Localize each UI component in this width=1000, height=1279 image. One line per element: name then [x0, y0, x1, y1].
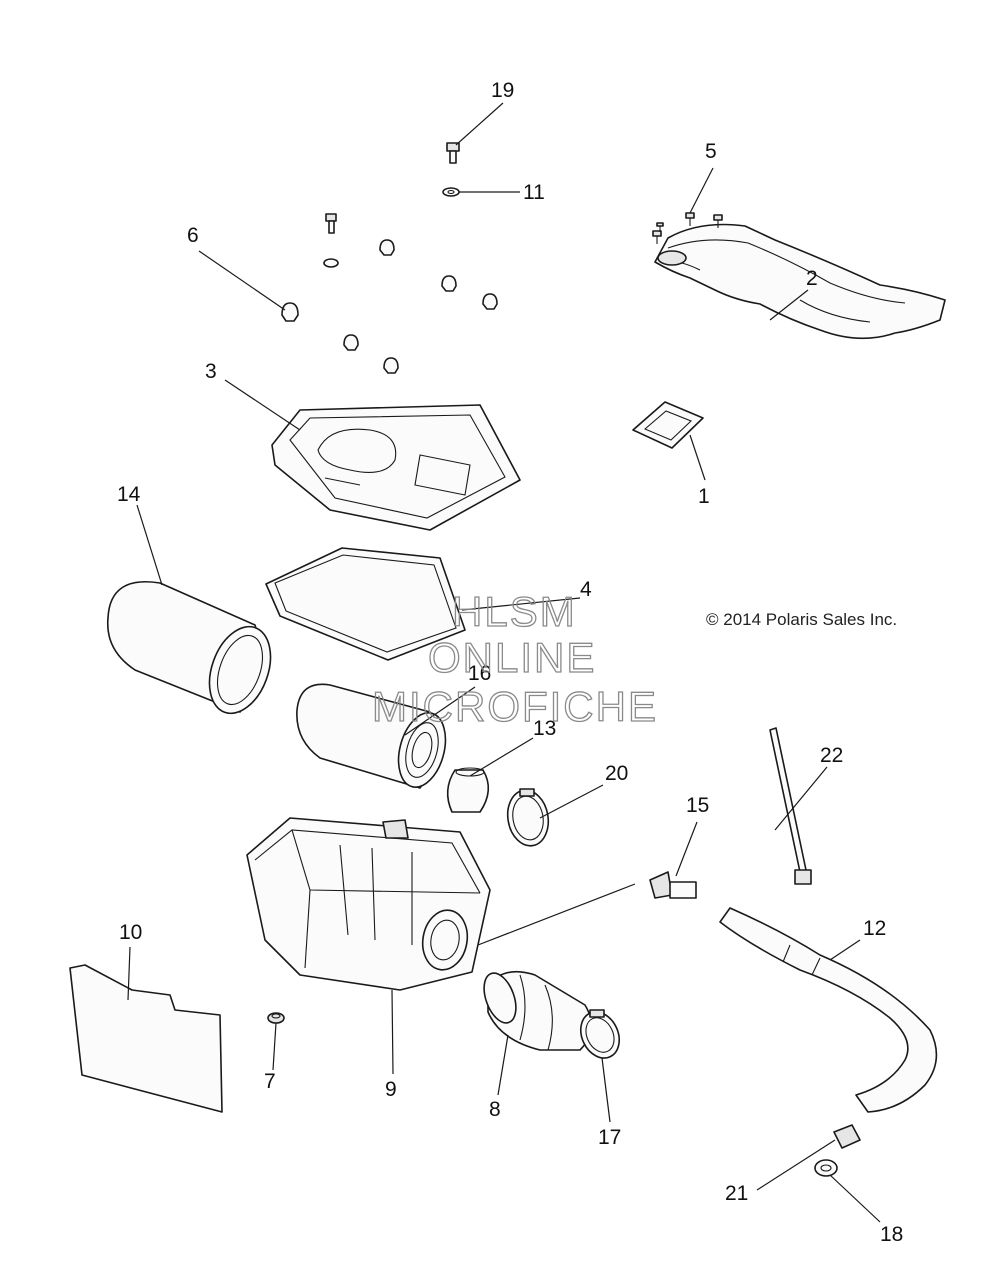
callout-1: 1	[698, 485, 710, 508]
heat-shield-part[interactable]	[69, 964, 223, 1113]
callout-20: 20	[605, 762, 628, 785]
callout-16: 16	[468, 662, 491, 685]
duct-gasket-part[interactable]	[632, 401, 704, 449]
callout-22: 22	[820, 744, 843, 767]
airbox-housing-part[interactable]	[246, 817, 491, 991]
airbox-lid-part[interactable]	[271, 404, 521, 531]
callout-10: 10	[119, 921, 142, 944]
bolt-washer-extra[interactable]	[323, 213, 339, 268]
screws-part-5[interactable]	[652, 212, 723, 244]
coupler-part[interactable]	[446, 767, 490, 813]
callout-18: 18	[880, 1223, 903, 1246]
callout-2: 2	[806, 267, 818, 290]
hose-clamp-part-20[interactable]	[503, 787, 552, 849]
callout-7: 7	[264, 1070, 276, 1093]
callout-9: 9	[385, 1078, 397, 1101]
callout-3: 3	[205, 360, 217, 383]
watermark-line-1: HLSM	[452, 588, 577, 635]
leader-lines	[127, 102, 881, 1223]
callout-5: 5	[705, 140, 717, 163]
clips-part-6[interactable]	[281, 239, 498, 374]
callout-6: 6	[187, 224, 199, 247]
copyright-notice: © 2014 Polaris Sales Inc.	[706, 610, 897, 629]
bolt-part-19[interactable]	[446, 142, 460, 164]
callout-21: 21	[725, 1182, 748, 1205]
callout-14: 14	[117, 483, 141, 506]
watermark: HLSM ONLINE MICROFICHE	[371, 587, 658, 730]
watermark-line-2: ONLINE	[428, 634, 596, 681]
callout-17: 17	[598, 1126, 621, 1149]
callout-11: 11	[523, 181, 545, 204]
cable-tie-part[interactable]	[769, 727, 812, 885]
callout-numbers: 1 2 3 4 5 6 7 8 9 10 11 12 13 14 15 16 1…	[117, 79, 903, 1246]
hose-clamp-part-17[interactable]	[574, 1006, 627, 1065]
clamp-part-18[interactable]	[814, 1159, 838, 1177]
washer-part-11[interactable]	[442, 187, 460, 197]
drain-valve-part[interactable]	[649, 871, 697, 899]
prefilter-sleeve-part[interactable]	[106, 581, 282, 722]
intake-boot-part[interactable]	[478, 969, 593, 1051]
intake-duct-part[interactable]	[654, 223, 946, 340]
grommet-part-7[interactable]	[267, 1012, 285, 1024]
cap-part-21[interactable]	[833, 1124, 861, 1149]
callout-12: 12	[863, 917, 886, 940]
drain-hose-part[interactable]	[719, 907, 938, 1113]
watermark-line-3: MICROFICHE	[372, 683, 658, 730]
callout-15: 15	[686, 794, 709, 817]
callout-4: 4	[580, 578, 592, 601]
callout-8: 8	[489, 1098, 501, 1121]
callout-13: 13	[533, 717, 556, 740]
callout-19: 19	[491, 79, 514, 102]
lid-seal-part[interactable]	[265, 547, 466, 661]
